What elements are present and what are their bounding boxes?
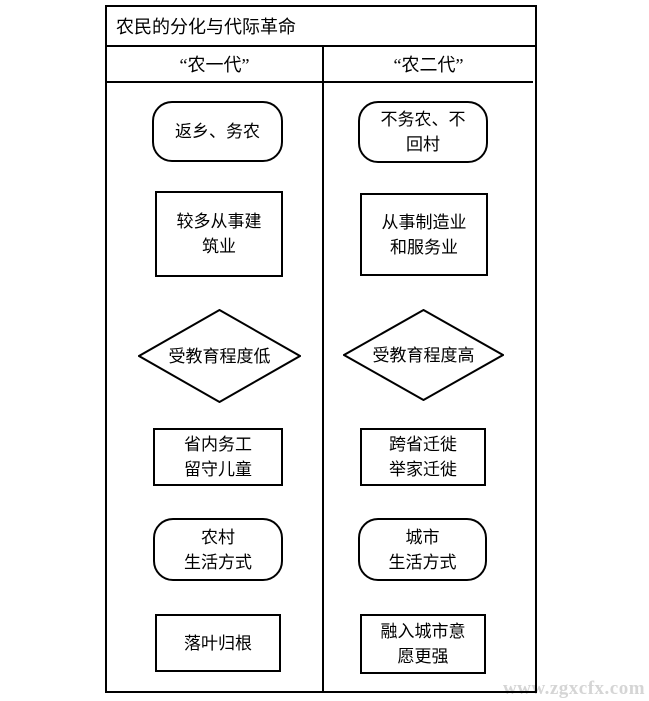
node-label: 融入城市意愿更强 (381, 619, 466, 669)
column-generation-two: “农二代” 不务农、不回村从事制造业和服务业受教育程度高跨省迁徙举家迁徙城市生活… (322, 47, 533, 691)
diagram-title: 农民的分化与代际革命 (107, 7, 535, 47)
node-label: 跨省迁徙举家迁徙 (389, 432, 457, 482)
node-label: 受教育程度高 (373, 343, 475, 368)
flow-diagram-table: 农民的分化与代际革命 “农一代” 返乡、务农较多从事建筑业受教育程度低省内务工留… (105, 5, 537, 693)
diamond-outline-icon (343, 309, 504, 401)
node-label: 受教育程度低 (169, 344, 271, 369)
node-label: 省内务工留守儿童 (184, 432, 252, 482)
node-label-line: 城市 (405, 527, 440, 547)
node-label-line: 筑业 (202, 237, 236, 256)
column-header-generation-two: “农二代” (324, 47, 533, 83)
diagram-columns: “农一代” 返乡、务农较多从事建筑业受教育程度低省内务工留守儿童农村生活方式落叶… (107, 47, 535, 691)
column-body-generation-two: 不务农、不回村从事制造业和服务业受教育程度高跨省迁徙举家迁徙城市生活方式融入城市… (324, 83, 533, 691)
node-label-line: 不务农、不 (380, 110, 466, 129)
node-label: 从事制造业和服务业 (382, 210, 467, 260)
node-label-line: 省内务工 (184, 435, 252, 454)
node-rect: 省内务工留守儿童 (153, 428, 283, 486)
node-label-line: 从事制造业 (381, 212, 467, 232)
node-label-line: 农村 (201, 527, 235, 547)
column-header-generation-one: “农一代” (107, 47, 322, 83)
node-label: 落叶归根 (184, 631, 252, 656)
node-label: 不务农、不回村 (381, 107, 466, 157)
node-rect: 落叶归根 (155, 614, 281, 672)
node-rounded: 不务农、不回村 (358, 101, 488, 163)
node-label: 农村生活方式 (184, 525, 252, 575)
node-rect: 融入城市意愿更强 (360, 614, 486, 674)
node-label-line: 融入城市意 (380, 622, 466, 641)
diamond-outline-icon (138, 309, 301, 403)
node-label-line: 返乡、务农 (175, 122, 260, 141)
column-body-generation-one: 返乡、务农较多从事建筑业受教育程度低省内务工留守儿童农村生活方式落叶归根 (107, 83, 322, 691)
node-rect: 从事制造业和服务业 (360, 193, 488, 276)
node-label-line: 较多从事建 (176, 212, 262, 231)
node-label: 返乡、务农 (175, 119, 260, 144)
node-label-line: 受教育程度低 (168, 346, 271, 366)
node-rounded: 返乡、务农 (152, 101, 283, 162)
node-rounded: 城市生活方式 (358, 518, 487, 581)
node-label-line: 受教育程度高 (372, 345, 475, 365)
node-label: 较多从事建筑业 (177, 209, 262, 259)
node-label-line: 留守儿童 (184, 460, 252, 479)
node-diamond: 受教育程度低 (138, 309, 301, 403)
node-rect: 跨省迁徙举家迁徙 (360, 428, 486, 486)
node-label-line: 生活方式 (388, 552, 457, 572)
node-label-line: 愿更强 (397, 647, 449, 666)
node-rounded: 农村生活方式 (153, 518, 283, 581)
node-label: 城市生活方式 (389, 525, 457, 575)
node-label-line: 跨省迁徙 (389, 435, 457, 454)
column-generation-one: “农一代” 返乡、务农较多从事建筑业受教育程度低省内务工留守儿童农村生活方式落叶… (107, 47, 322, 691)
node-label-line: 和服务业 (390, 237, 458, 257)
node-label-line: 回村 (406, 135, 440, 154)
node-label-line: 生活方式 (184, 552, 252, 572)
node-label-line: 举家迁徙 (389, 460, 457, 479)
node-label-line: 落叶归根 (184, 633, 252, 653)
node-diamond: 受教育程度高 (343, 309, 504, 401)
node-rect: 较多从事建筑业 (155, 191, 283, 277)
watermark-text: www.zgxcfx.com (503, 678, 646, 699)
